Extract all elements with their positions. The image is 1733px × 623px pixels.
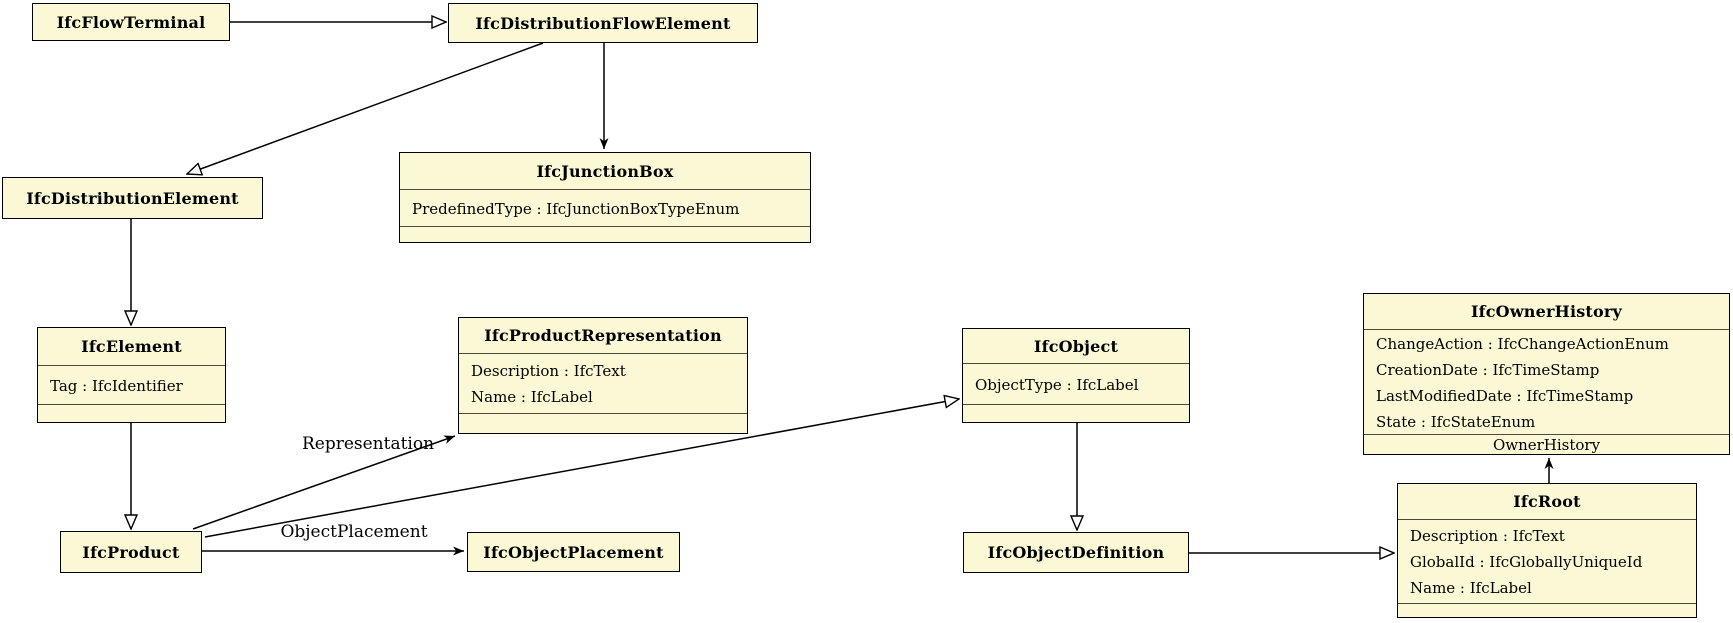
empty-compartment — [400, 226, 810, 242]
class-title: IfcObjectDefinition — [987, 543, 1165, 562]
class-box-ifcdistributionflowelement: IfcDistributionFlowElement — [448, 3, 758, 43]
class-attribute: PredefinedType : IfcJunctionBoxTypeEnum — [412, 199, 740, 218]
class-title: IfcObject — [1033, 336, 1119, 356]
class-box-ifcproductrepresentation: IfcProductRepresentation Description : I… — [458, 317, 748, 434]
edge-assoc-representation — [192, 435, 456, 530]
ownerhistory-association-label: OwnerHistory — [1364, 434, 1729, 454]
class-title: IfcProduct — [82, 542, 180, 562]
class-box-ifcobject: IfcObject ObjectType : IfcLabel — [962, 328, 1190, 423]
empty-compartment — [38, 404, 225, 422]
class-title: IfcFlowTerminal — [56, 12, 206, 32]
class-title: IfcObjectPlacement — [483, 542, 664, 562]
edge-label-objectplacement: ObjectPlacement — [280, 522, 428, 542]
class-title: IfcProductRepresentation — [484, 326, 722, 345]
class-attribute: GlobalId : IfcGloballyUniqueId — [1410, 553, 1643, 571]
class-box-ifcdistributionelement: IfcDistributionElement — [2, 177, 263, 219]
class-attributes: PredefinedType : IfcJunctionBoxTypeEnum — [400, 189, 810, 226]
class-attribute: CreationDate : IfcTimeStamp — [1376, 360, 1600, 379]
class-box-ifcflowterminal: IfcFlowTerminal — [32, 3, 230, 41]
class-attribute: Tag : IfcIdentifier — [50, 376, 183, 395]
class-attributes: Description : IfcText Name : IfcLabel — [459, 353, 747, 413]
class-title: IfcDistributionFlowElement — [475, 13, 731, 33]
edge-inherit-distributionflowelement-to-distributionelement — [187, 42, 544, 174]
class-title: IfcRoot — [1513, 492, 1581, 511]
class-box-ifcownerhistory: IfcOwnerHistory ChangeAction : IfcChange… — [1363, 293, 1730, 455]
class-attributes: ObjectType : IfcLabel — [963, 363, 1189, 404]
edge-inherit-product-to-object — [204, 399, 959, 538]
empty-compartment — [963, 404, 1189, 422]
edge-label-representation: Representation — [301, 434, 435, 454]
class-attributes: Tag : IfcIdentifier — [38, 365, 225, 404]
class-title: IfcJunctionBox — [536, 161, 674, 181]
class-box-ifcjunctionbox: IfcJunctionBox PredefinedType : IfcJunct… — [399, 152, 811, 243]
class-title: IfcDistributionElement — [26, 188, 239, 208]
class-box-ifcelement: IfcElement Tag : IfcIdentifier — [37, 327, 226, 423]
empty-compartment — [1398, 603, 1696, 617]
class-attributes: ChangeAction : IfcChangeActionEnum Creat… — [1364, 329, 1729, 434]
class-attributes: Description : IfcText GlobalId : IfcGlob… — [1398, 519, 1696, 603]
class-box-ifcproduct: IfcProduct — [60, 531, 202, 573]
class-box-ifcobjectdefinition: IfcObjectDefinition — [963, 532, 1189, 573]
class-attribute: Description : IfcText — [471, 362, 626, 380]
class-attribute: Name : IfcLabel — [1410, 579, 1532, 597]
class-box-ifcroot: IfcRoot Description : IfcText GlobalId :… — [1397, 483, 1697, 618]
class-attribute: ObjectType : IfcLabel — [975, 375, 1139, 394]
class-attribute: Description : IfcText — [1410, 527, 1565, 545]
class-attribute: Name : IfcLabel — [471, 388, 593, 406]
empty-compartment — [459, 413, 747, 433]
class-title: IfcElement — [81, 337, 182, 356]
class-box-ifcobjectplacement: IfcObjectPlacement — [467, 532, 680, 572]
class-attribute: State : IfcStateEnum — [1376, 412, 1536, 431]
class-attribute: LastModifiedDate : IfcTimeStamp — [1376, 386, 1634, 405]
class-attribute: ChangeAction : IfcChangeActionEnum — [1376, 334, 1669, 353]
class-title: IfcOwnerHistory — [1470, 302, 1623, 321]
